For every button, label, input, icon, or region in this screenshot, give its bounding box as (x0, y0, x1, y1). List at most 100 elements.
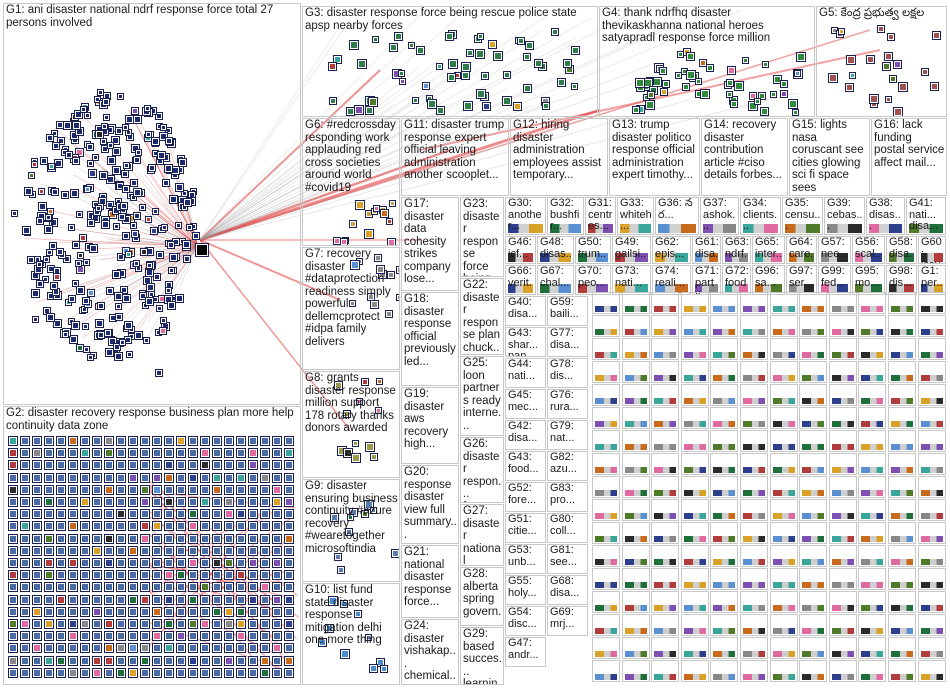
tiny-group-box[interactable] (769, 338, 798, 360)
tiny-group-box[interactable] (740, 637, 768, 659)
tiny-group-box[interactable] (858, 522, 887, 544)
tiny-group-box[interactable] (799, 476, 828, 498)
small-group-box[interactable]: G76: rura... (547, 389, 588, 419)
tiny-group-box[interactable] (769, 361, 798, 383)
tiny-group-box[interactable] (710, 338, 739, 360)
tiny-group-box[interactable] (680, 499, 709, 521)
tiny-group-box[interactable] (917, 407, 946, 429)
tiny-group-box[interactable] (917, 614, 946, 636)
tiny-group-box[interactable] (828, 384, 857, 406)
tiny-group-box[interactable] (828, 361, 857, 383)
tiny-group-box[interactable] (621, 545, 650, 567)
tiny-group-box[interactable] (828, 453, 857, 475)
group-box-g19[interactable]: G19: disaster aws recovery high... (401, 387, 459, 464)
tiny-group-box[interactable] (592, 568, 620, 590)
tiny-group-box[interactable] (651, 453, 680, 475)
small-group-box[interactable]: G95: mo... (852, 265, 885, 295)
small-group-box[interactable]: G30: another... (505, 197, 546, 235)
small-group-box[interactable]: G79: nat... (547, 420, 588, 450)
tiny-group-box[interactable] (888, 476, 916, 498)
small-group-box[interactable]: G98: dis... (886, 265, 917, 295)
tiny-group-box[interactable] (621, 568, 650, 590)
tiny-group-box[interactable] (769, 522, 798, 544)
tiny-group-box[interactable] (651, 637, 680, 659)
tiny-group-box[interactable] (740, 476, 768, 498)
tiny-group-box[interactable] (740, 591, 768, 613)
small-group-box[interactable]: G81: see... (547, 544, 588, 574)
tiny-group-box[interactable] (917, 591, 946, 613)
tiny-group-box[interactable] (621, 476, 650, 498)
tiny-group-box[interactable] (799, 453, 828, 475)
tiny-group-box[interactable] (917, 637, 946, 659)
tiny-group-box[interactable] (592, 292, 620, 314)
tiny-group-box[interactable] (740, 453, 768, 475)
tiny-group-box[interactable] (917, 453, 946, 475)
tiny-group-box[interactable] (799, 430, 828, 452)
small-group-box[interactable]: G77: disa... (547, 327, 588, 357)
tiny-group-box[interactable] (799, 407, 828, 429)
tiny-group-box[interactable] (592, 660, 620, 682)
tiny-group-box[interactable] (799, 614, 828, 636)
tiny-group-box[interactable] (888, 453, 916, 475)
small-group-box[interactable]: G66: verit... (505, 265, 536, 295)
small-group-box[interactable]: G37: ashok... (700, 197, 739, 235)
tiny-group-box[interactable] (592, 499, 620, 521)
small-group-box[interactable]: G59: baili... (547, 296, 588, 326)
tiny-group-box[interactable] (651, 338, 680, 360)
tiny-group-box[interactable] (651, 430, 680, 452)
tiny-group-box[interactable] (621, 637, 650, 659)
tiny-group-box[interactable] (680, 637, 709, 659)
tiny-group-box[interactable] (888, 384, 916, 406)
group-box-g24[interactable]: G24: disaster vishakap... chemical... (401, 619, 459, 685)
tiny-group-box[interactable] (592, 361, 620, 383)
tiny-group-box[interactable] (888, 545, 916, 567)
tiny-group-box[interactable] (740, 315, 768, 337)
tiny-group-box[interactable] (769, 568, 798, 590)
tiny-group-box[interactable] (769, 453, 798, 475)
small-group-box[interactable]: G82: azu... (547, 451, 588, 481)
tiny-group-box[interactable] (740, 407, 768, 429)
group-box-g20[interactable]: G20: response disaster view full summary… (401, 465, 459, 544)
tiny-group-box[interactable] (888, 637, 916, 659)
tiny-group-box[interactable] (828, 637, 857, 659)
tiny-group-box[interactable] (769, 637, 798, 659)
tiny-group-box[interactable] (621, 591, 650, 613)
tiny-group-box[interactable] (799, 660, 828, 682)
group-box-g10[interactable]: G10: list fund state disaster response m… (302, 583, 400, 685)
tiny-group-box[interactable] (680, 614, 709, 636)
group-box-g22[interactable]: G22: disaster response plan chuck... (460, 278, 504, 355)
tiny-group-box[interactable] (592, 407, 620, 429)
group-box-g9[interactable]: G9: disaster ensuring business continuit… (302, 479, 400, 582)
tiny-group-box[interactable] (799, 338, 828, 360)
tiny-group-box[interactable] (680, 407, 709, 429)
tiny-group-box[interactable] (592, 476, 620, 498)
tiny-group-box[interactable] (828, 430, 857, 452)
tiny-group-box[interactable] (828, 499, 857, 521)
tiny-group-box[interactable] (710, 637, 739, 659)
tiny-group-box[interactable] (858, 591, 887, 613)
small-group-box[interactable]: G56: scal... (852, 236, 885, 264)
tiny-group-box[interactable] (680, 476, 709, 498)
tiny-group-box[interactable] (769, 545, 798, 567)
tiny-group-box[interactable] (651, 522, 680, 544)
tiny-group-box[interactable] (888, 568, 916, 590)
tiny-group-box[interactable] (917, 315, 946, 337)
small-group-box[interactable]: G72: food (722, 265, 751, 295)
tiny-group-box[interactable] (799, 637, 828, 659)
tiny-group-box[interactable] (888, 338, 916, 360)
tiny-group-box[interactable] (680, 338, 709, 360)
tiny-group-box[interactable] (651, 499, 680, 521)
small-group-box[interactable]: G83: pro... (547, 482, 588, 512)
group-box-g18[interactable]: G18: disaster response official previous… (401, 292, 459, 386)
tiny-group-box[interactable] (710, 499, 739, 521)
tiny-group-box[interactable] (592, 315, 620, 337)
tiny-group-box[interactable] (740, 338, 768, 360)
tiny-group-box[interactable] (917, 361, 946, 383)
tiny-group-box[interactable] (769, 384, 798, 406)
tiny-group-box[interactable] (858, 453, 887, 475)
small-group-box[interactable]: G38: disas... (866, 197, 905, 235)
tiny-group-box[interactable] (769, 499, 798, 521)
group-box-g7[interactable]: G7: recovery disaster #dataprotection re… (302, 247, 400, 370)
tiny-group-box[interactable] (769, 660, 798, 682)
small-group-box[interactable]: G44: nati... (505, 358, 546, 388)
